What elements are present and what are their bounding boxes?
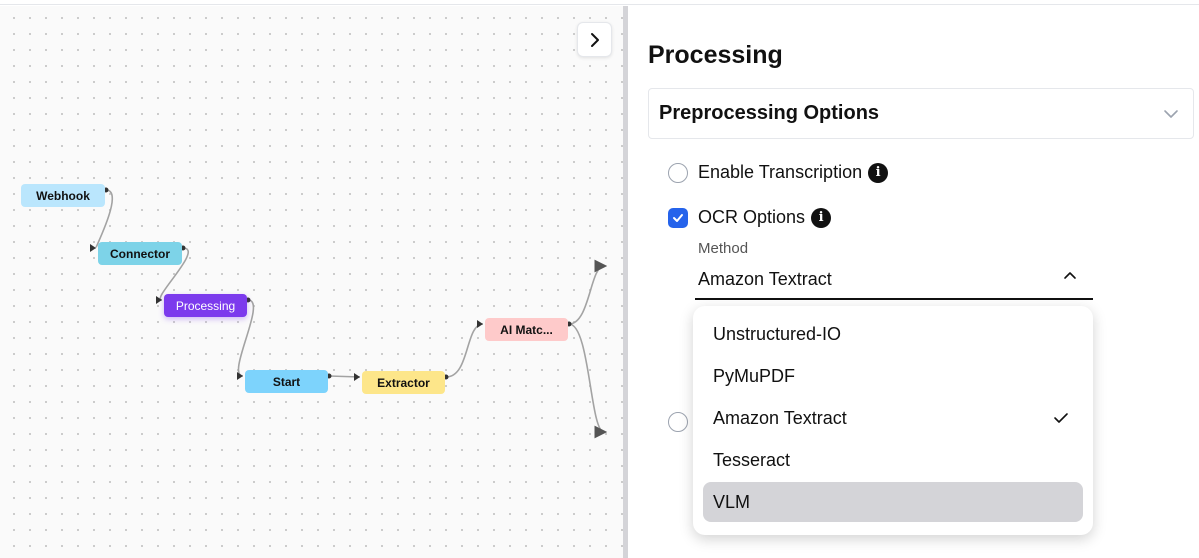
edge-connector-processing — [159, 247, 189, 301]
node-start[interactable]: Start — [245, 370, 328, 393]
node-extractor[interactable]: Extractor — [362, 371, 445, 394]
node-ai-match[interactable]: AI Matc... — [485, 318, 568, 341]
edge-extractor-ai — [445, 323, 484, 378]
properties-panel: Processing Preprocessing Options Enable … — [628, 6, 1199, 558]
panel-title: Processing — [648, 41, 783, 69]
option-label: Tesseract — [713, 449, 791, 470]
panel-resize-handle[interactable] — [623, 6, 628, 558]
edge-ai-out-bottom — [568, 323, 608, 439]
method-option-vlm[interactable]: VLM — [703, 482, 1083, 522]
method-option-pymupdf[interactable]: PyMuPDF — [703, 356, 1083, 396]
node-label: AI Matc... — [500, 322, 553, 337]
option-label: PyMuPDF — [713, 365, 796, 386]
node-label: Webhook — [36, 188, 90, 203]
info-icon[interactable]: i — [868, 162, 889, 183]
method-option-unstructured-io[interactable]: Unstructured-IO — [703, 314, 1083, 354]
node-label: Connector — [110, 246, 170, 261]
method-option-amazon-textract[interactable]: Amazon Textract — [703, 398, 1083, 438]
preprocessing-options-accordion[interactable]: Preprocessing Options — [648, 88, 1194, 139]
option-label: Unstructured-IO — [713, 323, 842, 344]
accordion-label: Preprocessing Options — [659, 102, 880, 124]
hidden-option-checkbox[interactable] — [668, 412, 688, 432]
check-icon — [673, 213, 683, 222]
node-label: Start — [272, 374, 301, 389]
edge-processing-start — [237, 299, 255, 377]
info-icon[interactable]: i — [811, 207, 832, 228]
method-label: Method — [698, 240, 749, 257]
node-connector[interactable]: Connector — [98, 242, 182, 265]
ocr-options-label: OCR Options — [698, 207, 806, 227]
collapse-panel-button[interactable] — [577, 22, 612, 57]
edge-ai-out-top — [568, 259, 608, 325]
method-select[interactable]: Amazon Textract — [695, 260, 1093, 300]
enable-transcription-label: Enable Transcription — [698, 162, 863, 182]
method-option-tesseract[interactable]: Tesseract — [703, 440, 1083, 480]
node-label: Extractor — [377, 375, 430, 390]
edge-webhook-connector — [95, 189, 113, 249]
method-select-value: Amazon Textract — [698, 268, 832, 289]
node-webhook[interactable]: Webhook — [21, 184, 105, 207]
workflow-edges — [90, 187, 608, 439]
enable-transcription-row: Enable Transcription i — [668, 162, 889, 183]
chevron-right-icon — [590, 32, 599, 47]
node-label: Processing — [175, 298, 236, 313]
chevron-up-icon — [1064, 272, 1076, 279]
ocr-options-checkbox[interactable] — [668, 207, 688, 228]
checkmark-icon — [1054, 413, 1068, 423]
node-processing[interactable]: Processing — [164, 294, 247, 317]
chevron-down-icon — [1164, 110, 1178, 118]
workflow-canvas[interactable]: Webhook Connector Processing Start Extra… — [0, 6, 623, 558]
top-border — [0, 0, 1199, 5]
ocr-options-row: OCR Options i — [668, 207, 832, 228]
option-label: VLM — [713, 491, 751, 512]
method-dropdown-menu: Unstructured-IO PyMuPDF Amazon Textract … — [693, 306, 1093, 535]
enable-transcription-checkbox[interactable] — [668, 162, 688, 183]
option-label: Amazon Textract — [713, 407, 847, 428]
